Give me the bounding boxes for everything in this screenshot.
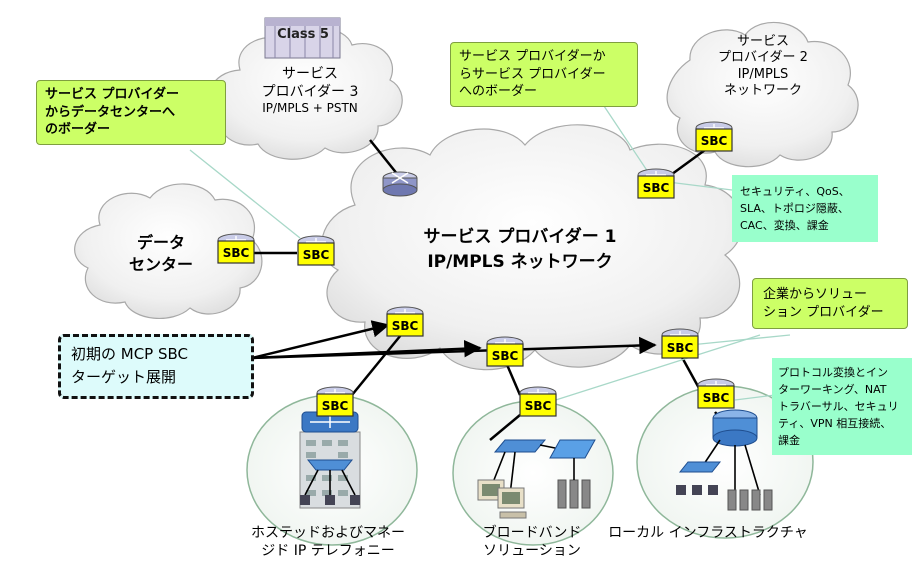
- sbc-datacenter-label: SBC: [223, 246, 250, 260]
- datacenter-cloud-label: データ センター: [106, 232, 216, 277]
- callout-protocol-line4: ティ、VPN 相互接続、: [778, 417, 892, 431]
- sp2-line3: IP/MPLS: [737, 66, 789, 82]
- hosted-line2: ジド IP テレフォニー: [261, 543, 395, 560]
- callout-security-line2: SLA、トポロジ隠蔽、: [740, 202, 849, 216]
- broadband-equipment-icon: [477, 439, 596, 519]
- sbc-sp2-label: SBC: [701, 134, 728, 148]
- broadband-site-label: ブロードバンド ソリューション: [462, 524, 602, 560]
- callout-ent-to-sp-line1: 企業からソリュー: [763, 287, 868, 302]
- callout-protocol-line2: ターワーキング、NAT: [778, 383, 887, 397]
- pointer-lines: [189, 99, 791, 406]
- sbc-hosted-label: SBC: [322, 399, 349, 413]
- hosted-line1: ホステッドおよびマネー: [251, 525, 405, 541]
- callout-mcp-line2: ターゲット展開: [71, 368, 177, 387]
- sbc-sp1-east-label: SBC: [643, 181, 670, 195]
- callout-sp-to-dc-line1: サービス プロバイダー: [45, 87, 180, 102]
- class5-badge: Class 5: [277, 27, 329, 42]
- voice-gateway-icon: [382, 171, 418, 197]
- sp3-cloud-label: サービス プロバイダー 3 IP/MPLS + PSTN: [225, 66, 395, 116]
- callout-protocol-line3: トラバーサル、セキュリ: [778, 400, 899, 414]
- callout-sp-to-sp-line1: サービス プロバイダーか: [459, 49, 606, 64]
- broadband-line1: ブロードバンド: [482, 525, 582, 541]
- sbc-sp1-south: SBC: [486, 336, 524, 367]
- cloud-main: [321, 124, 743, 371]
- sbc-sp1-west-label: SBC: [303, 248, 330, 262]
- main-cloud-label: サービス プロバイダー 1 IP/MPLS ネットワーク: [400, 225, 640, 274]
- callout-sp-to-sp: サービス プロバイダーか らサービス プロバイダー へのボーダー: [450, 42, 638, 107]
- callout-sp-to-dc-line3: のボーダー: [45, 122, 111, 138]
- sbc-sp1-south-label: SBC: [492, 349, 519, 363]
- local-infra-equipment-icon: [676, 409, 773, 511]
- sp3-line1: サービス: [282, 66, 338, 82]
- main-cloud-line2: IP/MPLS ネットワーク: [427, 251, 613, 272]
- sbc-broadband-label: SBC: [525, 399, 552, 413]
- callout-security: セキュリティ、QoS、 SLA、トポロジ隠蔽、 CAC、変換、課金: [732, 175, 878, 243]
- callout-ent-to-sp-line2: ション プロバイダー: [763, 304, 884, 320]
- sp2-line1: サービス: [736, 34, 789, 49]
- sp2-line2: プロバイダー 2: [718, 50, 808, 66]
- callout-sp-to-dc-line2: からデータセンターへ: [45, 104, 176, 120]
- sbc-sp2: SBC: [695, 121, 733, 152]
- sbc-local: SBC: [697, 378, 735, 409]
- main-cloud-line1: サービス プロバイダー 1: [423, 227, 617, 247]
- sbc-datacenter: SBC: [217, 233, 255, 264]
- callout-sp-to-dc: サービス プロバイダー からデータセンターへ のボーダー: [36, 80, 226, 145]
- sp3-line3: IP/MPLS + PSTN: [262, 101, 358, 115]
- callout-protocol: プロトコル変換とイン ターワーキング、NAT トラバーサル、セキュリ ティ、VP…: [772, 358, 912, 456]
- callout-ent-to-sp: 企業からソリュー ション プロバイダー: [752, 278, 908, 330]
- broadband-line2: ソリューション: [483, 543, 581, 560]
- sbc-sp1-west: SBC: [297, 235, 335, 266]
- callout-protocol-line1: プロトコル変換とイン: [778, 366, 888, 379]
- sbc-sp1-east: SBC: [637, 168, 675, 199]
- cloud-datacenter: [74, 183, 263, 320]
- local-site-label: ローカル インフラストラクチャ: [598, 524, 818, 542]
- hosted-site-label: ホステッドおよびマネー ジド IP テレフォニー: [228, 524, 428, 560]
- datacenter-line2: センター: [128, 255, 193, 275]
- datacenter-line1: データ: [136, 233, 185, 252]
- callout-protocol-line5: 課金: [778, 434, 800, 448]
- sbc-local-label: SBC: [703, 391, 730, 405]
- sbc-sp1-south-west-label: SBC: [392, 319, 419, 333]
- sp2-line4: ネットワーク: [723, 82, 802, 98]
- callout-security-line3: CAC、変換、課金: [740, 219, 829, 233]
- callout-security-line1: セキュリティ、QoS、: [740, 185, 850, 198]
- sbc-hosted: SBC: [316, 386, 354, 417]
- class5-switch-icon: [264, 17, 341, 59]
- sbc-sp1-south-east: SBC: [661, 328, 699, 359]
- callout-mcp-target: 初期の MCP SBC ターゲット展開: [58, 334, 254, 399]
- sbc-sp1-south-east-label: SBC: [667, 341, 694, 355]
- mcp-arrows: [251, 320, 657, 360]
- sbc-sp1-south-west: SBC: [386, 306, 424, 337]
- callout-sp-to-sp-line2: らサービス プロバイダー: [459, 66, 606, 82]
- sp3-line2: プロバイダー 3: [261, 83, 359, 100]
- sp2-cloud-label: サービス プロバイダー 2 IP/MPLS ネットワーク: [688, 34, 838, 99]
- local-line1: ローカル インフラストラクチャ: [608, 525, 808, 541]
- callout-mcp-line1: 初期の MCP SBC: [71, 345, 189, 363]
- callout-sp-to-sp-line3: へのボーダー: [459, 84, 538, 100]
- hosted-equipment-icon: [299, 411, 361, 509]
- sbc-broadband: SBC: [519, 386, 557, 417]
